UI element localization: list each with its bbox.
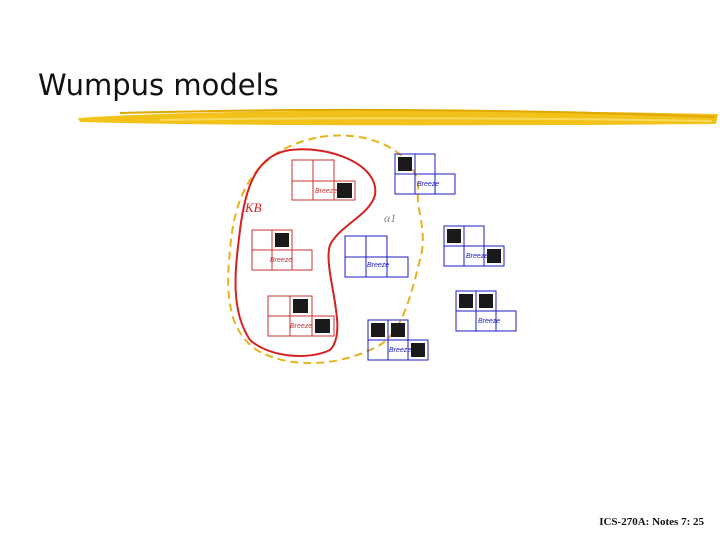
pit-icon	[398, 157, 412, 171]
model-blue-4: Breeze	[455, 290, 517, 332]
slide-title: Wumpus models	[38, 68, 279, 102]
pit-icon	[411, 343, 425, 357]
pit-icon	[459, 294, 473, 308]
pit-icon	[487, 249, 501, 263]
breeze-label: Breeze	[270, 257, 292, 264]
breeze-label: Breeze	[290, 323, 312, 330]
pit-icon	[479, 294, 493, 308]
slide-footer: ICS-270A: Notes 7: 25	[599, 516, 704, 528]
model-blue-5: Breeze	[367, 319, 429, 361]
model-kb-1: Breeze	[291, 159, 356, 201]
model-blue-2: Breeze	[344, 235, 409, 278]
pit-icon	[337, 183, 352, 198]
pit-icon	[371, 323, 385, 337]
breeze-label: Breeze	[478, 318, 500, 325]
kb-region-outline	[234, 148, 377, 357]
title-underline	[78, 108, 718, 126]
breeze-label: Breeze	[466, 253, 488, 260]
breeze-label: Breeze	[315, 188, 337, 195]
breeze-label: Breeze	[367, 262, 389, 269]
pit-icon	[447, 229, 461, 243]
breeze-label: Breeze	[417, 181, 439, 188]
model-blue-1: Breeze	[394, 153, 456, 195]
pit-icon	[275, 233, 289, 247]
kb-label: KB	[244, 200, 262, 215]
pit-icon	[391, 323, 405, 337]
model-blue-3: Breeze	[443, 225, 505, 267]
pit-icon	[315, 319, 330, 333]
breeze-label: Breeze	[389, 347, 411, 354]
model-kb-3: Breeze	[267, 295, 335, 337]
alpha1-label: α1	[384, 211, 396, 225]
pit-icon	[293, 299, 308, 313]
model-kb-2: Breeze	[251, 229, 313, 271]
